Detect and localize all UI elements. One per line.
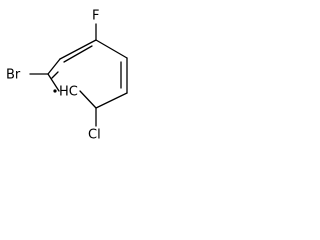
bond-c2-c3 (47, 58, 61, 75)
molecule-structure: F Br HC Cl (6, 9, 128, 143)
bond-c1-c2-double (63, 45, 93, 63)
atom-f-label: F (92, 9, 99, 24)
bond-c1-c2 (59, 39, 97, 60)
bond-c1-top (95, 39, 128, 59)
atom-hc-label: HC (59, 85, 78, 100)
bond-c5-c4 (95, 92, 128, 109)
bond-c6-c5 (79, 90, 97, 109)
atom-br-label: Br (6, 68, 21, 83)
atom-cl-label: Cl (88, 128, 101, 143)
bond-c3-c3-double (51, 71, 59, 79)
radical-dot-icon (53, 89, 57, 93)
bond-c3-c6 (47, 73, 60, 92)
